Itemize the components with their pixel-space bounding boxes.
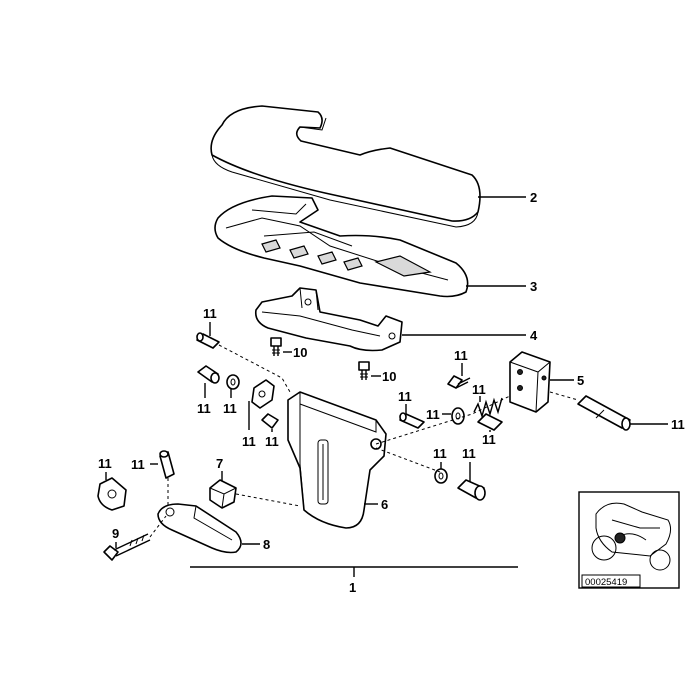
label-part-11-c: 11 <box>223 401 237 416</box>
part-7-nut[interactable] <box>209 479 237 509</box>
label-part-9: 9 <box>112 526 119 541</box>
part-11-sleeve-h[interactable] <box>477 413 503 431</box>
part-11-bushing[interactable] <box>197 365 220 384</box>
part-9-bolt[interactable] <box>103 533 151 561</box>
part-10-screw-left[interactable] <box>270 337 282 356</box>
label-part-3: 3 <box>530 279 537 294</box>
label-part-10-right: 10 <box>382 369 396 384</box>
part-11-washer-g[interactable] <box>451 407 465 425</box>
part-11-small-pin[interactable] <box>159 450 175 479</box>
label-part-1: 1 <box>349 580 356 595</box>
part-8-lever[interactable] <box>157 503 242 554</box>
part-2-cushion[interactable] <box>210 105 481 228</box>
label-part-5: 5 <box>577 373 584 388</box>
part-6-housing[interactable] <box>287 391 387 529</box>
assembly-line-b <box>375 395 511 445</box>
label-part-11-o: 11 <box>131 457 145 472</box>
label-part-10-left: 10 <box>293 345 307 360</box>
part-11-clamp[interactable] <box>97 477 127 511</box>
part-3-plate[interactable] <box>214 195 469 298</box>
label-part-11-m: 11 <box>462 446 476 461</box>
part-5-block[interactable] <box>509 351 551 413</box>
part-10-screw-right[interactable] <box>358 361 370 380</box>
label-part-11-k: 11 <box>671 417 685 432</box>
label-part-11-l: 11 <box>433 446 447 461</box>
label-part-2: 2 <box>530 190 537 205</box>
label-part-7: 7 <box>216 456 223 471</box>
part-11-washer-l[interactable] <box>434 468 448 484</box>
label-part-11-i: 11 <box>472 382 486 397</box>
inset-code: 00025419 <box>585 577 627 588</box>
motorcycle-inset-icon <box>591 502 672 571</box>
part-11-sleeve[interactable] <box>261 413 279 429</box>
label-part-11-d: 11 <box>242 434 256 449</box>
label-part-11-g: 11 <box>426 407 440 422</box>
label-part-11-e: 11 <box>265 434 279 449</box>
part-11-spring[interactable] <box>473 397 503 419</box>
part-11-screw-j[interactable] <box>447 375 471 389</box>
label-part-11-j: 11 <box>454 348 468 363</box>
part-11-knob[interactable] <box>457 479 486 501</box>
label-part-11-b: 11 <box>197 401 211 416</box>
part-11-small-plate[interactable] <box>251 379 275 409</box>
part-11-pin-a[interactable] <box>196 332 220 349</box>
label-part-11-h: 11 <box>482 432 496 447</box>
label-part-11-n: 11 <box>98 456 112 471</box>
assembly-line-c <box>549 391 579 401</box>
label-part-8: 8 <box>263 537 270 552</box>
part-4-bracket[interactable] <box>254 287 403 352</box>
part-11-pin-f[interactable] <box>399 412 425 429</box>
assembly-line-e <box>235 493 301 507</box>
label-part-11-a: 11 <box>203 306 217 321</box>
assembly-line-d <box>375 447 441 473</box>
part-11-washer[interactable] <box>226 374 240 390</box>
motorcycle-inset: 00025419 <box>578 491 680 589</box>
label-part-4: 4 <box>530 328 538 343</box>
assembly-line-g <box>149 515 167 538</box>
label-part-11-f: 11 <box>398 389 412 404</box>
label-part-6: 6 <box>381 497 388 512</box>
part-11-long-pin[interactable] <box>577 395 631 431</box>
